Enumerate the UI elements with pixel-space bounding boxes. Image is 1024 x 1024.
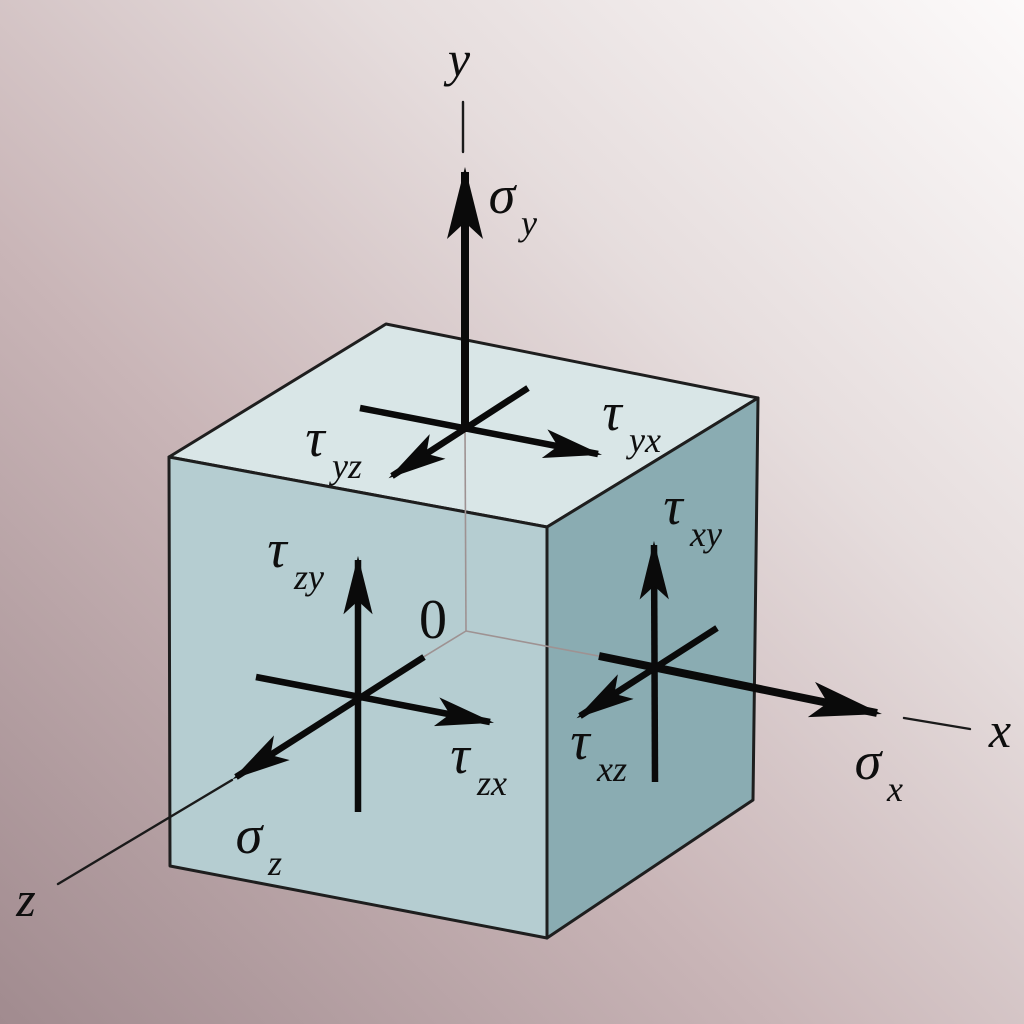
svg-text:y: y: [518, 203, 537, 243]
y-axis-label: y: [443, 31, 471, 87]
sigma-x-arrow: [598, 652, 882, 718]
tau-xz-arrow: [576, 625, 719, 719]
tau-yx-label: τ yx: [602, 382, 661, 460]
svg-text:z: z: [267, 843, 282, 883]
svg-text:σ: σ: [489, 165, 518, 225]
svg-text:zx: zx: [476, 763, 507, 803]
sigma-x-label: σ x: [855, 731, 903, 809]
tau-zx-arrow: [255, 673, 495, 727]
sigma-z-label: σ z: [236, 805, 282, 883]
svg-text:σ: σ: [236, 805, 265, 865]
svg-text:τ: τ: [570, 711, 591, 771]
svg-text:xy: xy: [689, 514, 722, 554]
svg-text:τ: τ: [305, 408, 326, 468]
svg-text:zy: zy: [293, 557, 324, 597]
tau-yx-arrow: [359, 404, 603, 459]
tau-xy-label: τ xy: [663, 476, 722, 554]
origin-label: 0: [419, 589, 447, 651]
z-axis-line: [56, 778, 234, 886]
tau-yz-arrow: [388, 385, 530, 479]
tau-xz-label: τ xz: [570, 711, 627, 789]
svg-text:x: x: [886, 769, 903, 809]
tau-zx-label: τ zx: [450, 725, 507, 803]
svg-text:τ: τ: [267, 519, 288, 579]
svg-text:yz: yz: [329, 446, 362, 486]
svg-text:xz: xz: [596, 749, 627, 789]
svg-text:τ: τ: [602, 382, 623, 442]
x-axis-line: [902, 716, 972, 731]
svg-text:yx: yx: [626, 420, 661, 460]
hidden-y-axis-line: [464, 427, 467, 632]
tau-zy-label: τ zy: [267, 519, 324, 597]
x-axis-label: x: [988, 702, 1011, 758]
svg-text:τ: τ: [450, 725, 471, 785]
sigma-y-label: σ y: [489, 165, 537, 243]
tau-yz-label: τ yz: [305, 408, 362, 486]
sigma-z-arrow: [232, 654, 426, 780]
svg-text:σ: σ: [855, 731, 884, 791]
svg-text:τ: τ: [663, 476, 684, 536]
z-axis-label: z: [15, 871, 35, 927]
